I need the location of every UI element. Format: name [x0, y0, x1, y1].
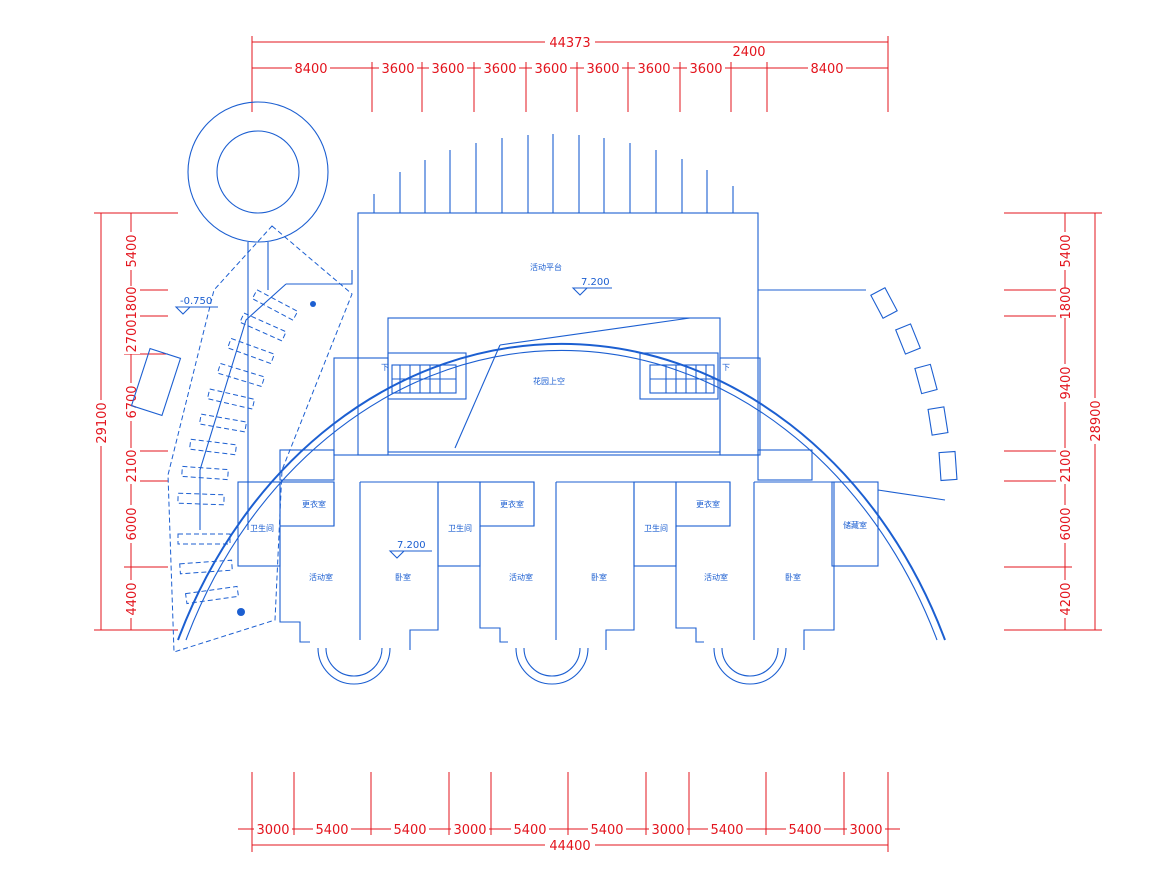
top-dim-3: 3600 — [431, 62, 464, 77]
left-dim-5: 2100 — [125, 449, 140, 482]
top-dim-9: 8400 — [810, 62, 843, 77]
terrace-outline — [357, 212, 759, 456]
bottom-dim-3: 5400 — [393, 823, 426, 838]
left-dim-1: 5400 — [125, 234, 140, 267]
top-dim-6: 3600 — [586, 62, 619, 77]
outer-arc — [177, 342, 946, 641]
right-dim-2: 1800 — [1059, 286, 1074, 319]
right-windows — [870, 287, 958, 482]
top-dim-8: 3600 — [689, 62, 722, 77]
top-dim-1: 8400 — [294, 62, 327, 77]
bottom-dimensions: 3000 5400 5400 3000 5400 5400 3000 5400 … — [238, 772, 900, 854]
left-dim-2: 2700 — [125, 319, 140, 352]
bottom-dim-6: 5400 — [590, 823, 623, 838]
right-dim-6: 4200 — [1059, 582, 1074, 615]
room-label-storage: 储藏室 — [843, 520, 867, 530]
right-total-dim: 28900 — [1089, 400, 1104, 441]
left-dim-6: 6000 — [125, 507, 140, 540]
roof-slats — [358, 134, 758, 214]
classroom-unit-2 — [437, 481, 635, 685]
right-dim-5: 6000 — [1059, 507, 1074, 540]
svg-text:-0.750: -0.750 — [180, 296, 212, 307]
bottom-dim-1: 3000 — [256, 823, 289, 838]
room-label-toilet-3: 卫生间 — [644, 523, 668, 533]
entrance-ramp — [130, 225, 353, 653]
top-dim-5: 3600 — [534, 62, 567, 77]
bottom-dim-8: 5400 — [710, 823, 743, 838]
room-label-garden: 花园上空 — [533, 376, 565, 386]
level-marker-ramp: -0.750 — [174, 296, 218, 315]
top-dim-4: 3600 — [483, 62, 516, 77]
top-dimensions: 44373 2400 8400 3600 3600 3600 3600 3600… — [251, 34, 889, 112]
right-staircase — [639, 352, 719, 400]
top-extra-dim: 2400 — [732, 45, 765, 60]
room-label-bedroom-1: 卧室 — [395, 572, 411, 582]
svg-text:7.200: 7.200 — [397, 540, 426, 551]
bottom-dim-7: 3000 — [651, 823, 684, 838]
room-label-activity-1: 活动室 — [309, 572, 333, 582]
left-dim-3: 1800 — [125, 286, 140, 319]
right-dim-3: 9400 — [1059, 366, 1074, 399]
bottom-dim-9: 5400 — [788, 823, 821, 838]
stair-down-left: 下 — [381, 363, 389, 372]
level-marker-classroom: 7.200 — [388, 540, 432, 559]
room-label-wardrobe-3: 更衣室 — [696, 499, 720, 509]
classroom-unit-3 — [633, 481, 879, 685]
bottom-total-dim: 44400 — [549, 839, 590, 854]
room-label-activity-2: 活动室 — [509, 572, 533, 582]
stair-down-right: 下 — [722, 363, 730, 372]
ramp-steps — [177, 289, 299, 605]
room-label-wardrobe-2: 更衣室 — [500, 499, 524, 509]
bottom-dim-10: 3000 — [849, 823, 882, 838]
left-dimensions: 29100 5400 2700 1800 6700 2100 6000 4400 — [92, 212, 178, 631]
right-dim-1: 5400 — [1059, 234, 1074, 267]
classroom-unit-1 — [237, 481, 439, 685]
right-dimensions: 28900 5400 1800 9400 2100 6000 4200 — [1004, 212, 1104, 631]
room-label-bedroom-3: 卧室 — [785, 572, 801, 582]
level-marker-terrace: 7.200 — [571, 277, 612, 296]
svg-text:7.200: 7.200 — [581, 277, 610, 288]
room-label-toilet-1: 卫生间 — [250, 523, 274, 533]
building: 7.200 7.200 -0.750 活动平台 花园上空 下 下 更衣室 卫生间… — [130, 101, 958, 685]
room-label-wardrobe-1: 更衣室 — [302, 499, 326, 509]
room-label-toilet-2: 卫生间 — [448, 523, 472, 533]
room-label-activity-3: 活动室 — [704, 572, 728, 582]
top-dim-7: 3600 — [637, 62, 670, 77]
room-label-bedroom-2: 卧室 — [591, 572, 607, 582]
left-total-dim: 29100 — [95, 402, 110, 443]
right-dim-4: 2100 — [1059, 449, 1074, 482]
round-tower-inner — [216, 130, 300, 214]
top-dim-2: 3600 — [381, 62, 414, 77]
round-tower-outer — [187, 101, 329, 243]
room-label-terrace: 活动平台 — [530, 262, 562, 272]
bottom-dim-2: 5400 — [315, 823, 348, 838]
left-staircase — [387, 352, 467, 400]
left-dim-7: 4400 — [125, 582, 140, 615]
top-total-dim: 44373 — [549, 36, 590, 51]
bottom-dim-4: 3000 — [453, 823, 486, 838]
bottom-dim-5: 5400 — [513, 823, 546, 838]
